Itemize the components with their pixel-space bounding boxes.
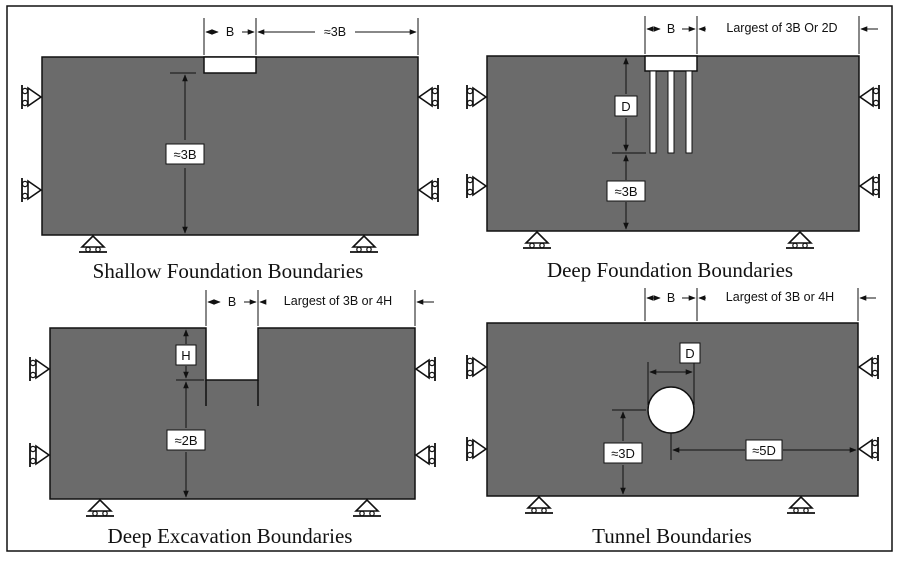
depth-label-box bbox=[606, 180, 646, 202]
side-label-box bbox=[745, 439, 783, 461]
depth-label: ≈3D bbox=[611, 446, 635, 461]
soil-domain bbox=[41, 56, 419, 236]
depth-label: ≈3B bbox=[614, 184, 637, 199]
width-label: B bbox=[226, 25, 234, 39]
tunnel-panel: B Largest of 3B or 4H D ≈3D ≈5D Tunnel B… bbox=[466, 288, 879, 548]
pile-length-label: D bbox=[621, 99, 630, 114]
depth-label: ≈2B bbox=[174, 433, 197, 448]
excavation-depth-label-box bbox=[175, 344, 197, 366]
depth-label: ≈3B bbox=[173, 147, 196, 162]
side-label: ≈5D bbox=[752, 443, 776, 458]
diameter-label: D bbox=[685, 346, 694, 361]
panel-caption: Deep Foundation Boundaries bbox=[547, 258, 793, 282]
footing bbox=[203, 56, 257, 74]
lateral-label: Largest of 3B or 4H bbox=[284, 294, 392, 308]
deep-foundation-panel: B Largest of 3B Or 2D D ≈3B Deep Foundat… bbox=[466, 16, 880, 282]
pile bbox=[685, 70, 693, 154]
pile-cap bbox=[644, 55, 698, 72]
width-label: B bbox=[228, 295, 236, 309]
excavation-depth-label: H bbox=[181, 348, 190, 363]
lateral-label: Largest of 3B or 4H bbox=[726, 290, 834, 304]
pile bbox=[649, 70, 657, 154]
pile bbox=[667, 70, 675, 154]
soil-domain bbox=[49, 327, 416, 500]
depth-label-box bbox=[603, 442, 643, 464]
pile-label-box bbox=[614, 95, 638, 117]
width-label: B bbox=[667, 22, 675, 36]
tunnel-opening bbox=[647, 386, 695, 434]
width-label: B bbox=[667, 291, 675, 305]
lateral-label: ≈3B bbox=[324, 25, 346, 39]
panel-caption: Shallow Foundation Boundaries bbox=[93, 259, 364, 283]
shallow-foundation-panel: B ≈3B ≈3B Shallow Foundation Boundaries bbox=[21, 18, 439, 283]
panel-caption: Tunnel Boundaries bbox=[592, 524, 752, 548]
lateral-label: Largest of 3B Or 2D bbox=[726, 21, 837, 35]
panel-caption: Deep Excavation Boundaries bbox=[108, 524, 353, 548]
depth-label-box bbox=[165, 143, 205, 165]
deep-excavation-panel: B Largest of 3B or 4H H ≈2B Deep Excavat… bbox=[29, 290, 436, 548]
diameter-label-box bbox=[679, 342, 701, 364]
depth-label-box bbox=[166, 429, 206, 451]
